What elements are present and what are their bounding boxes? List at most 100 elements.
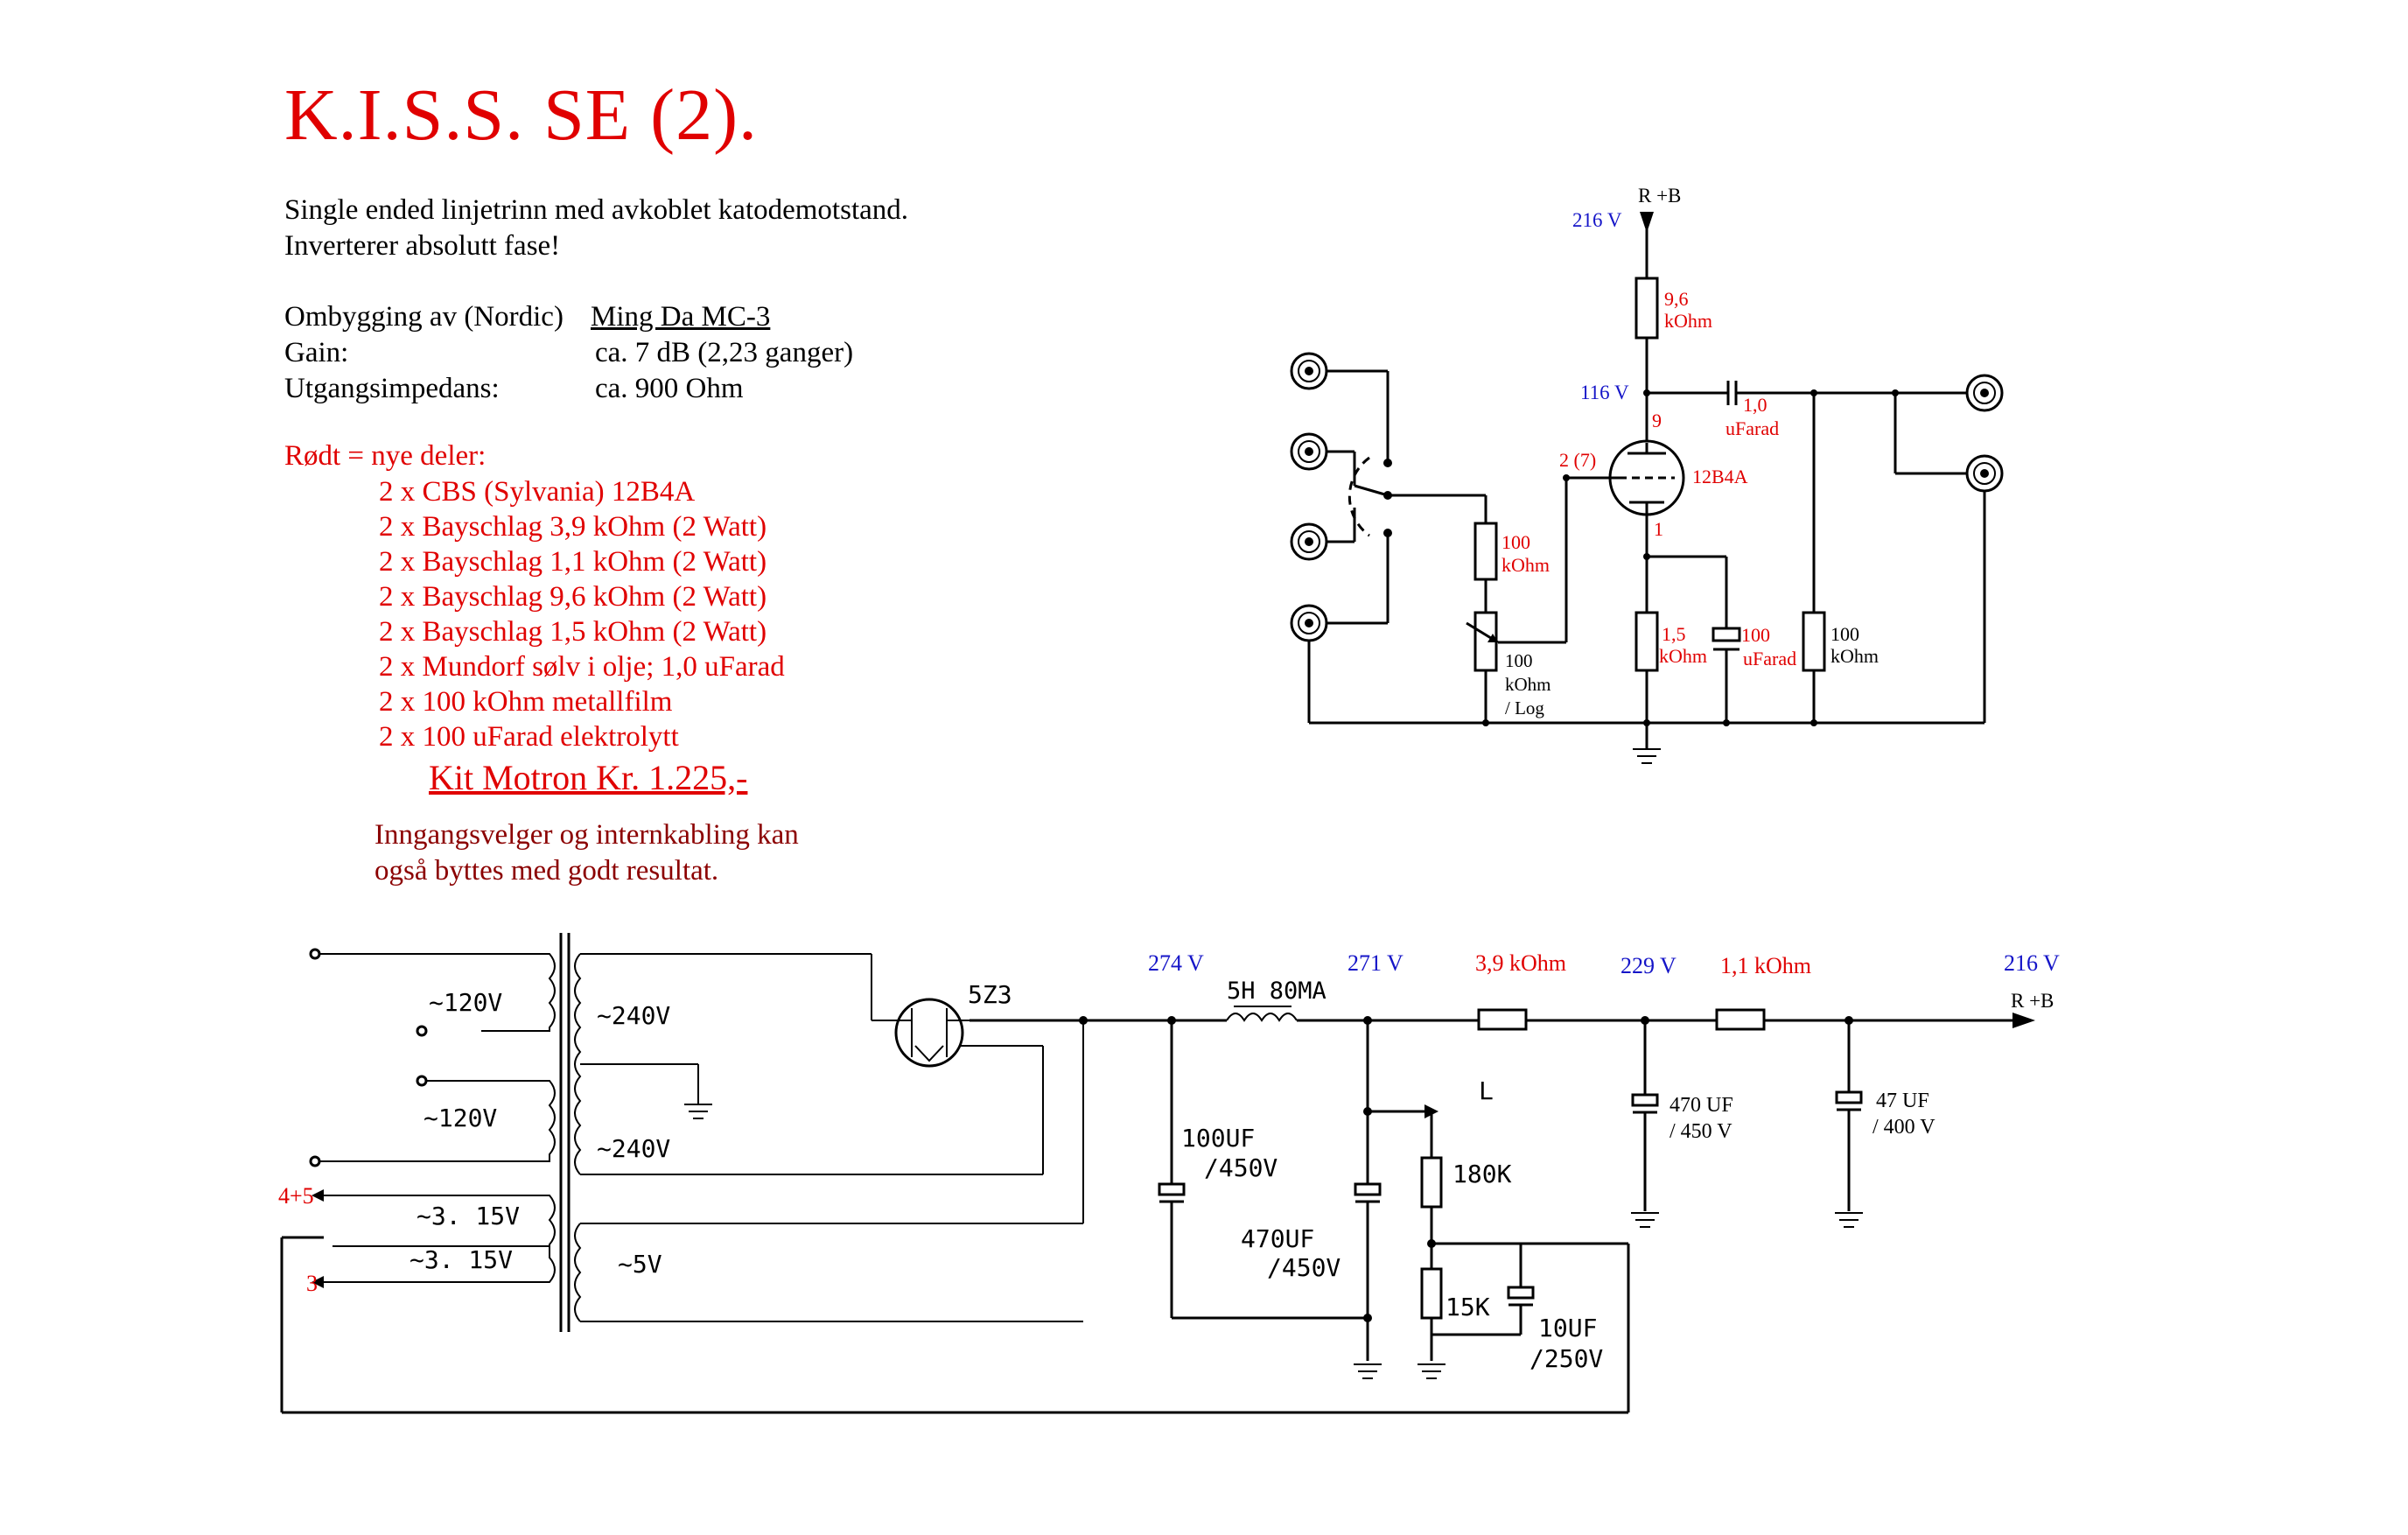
- output-resistor-value: 100: [1830, 623, 1859, 645]
- gain-label: Gain:: [284, 337, 349, 368]
- part-item: 2 x Bayschlag 1,1 kOhm (2 Watt): [379, 546, 767, 578]
- rect-heater-winding: [574, 1223, 582, 1322]
- r-div-1-label: 180K: [1452, 1160, 1512, 1188]
- heater-2-label: ~3. 15V: [410, 1245, 513, 1274]
- intro-block: K.I.S.S. SE (2). Single ended linjetrinn…: [284, 72, 1247, 889]
- r-div-2-label: 15K: [1446, 1293, 1490, 1321]
- hv-secondary-2-label: ~240V: [597, 1134, 670, 1163]
- junction-dot: [1079, 1016, 1088, 1025]
- amp-supply-node-label: R +B: [1638, 185, 1681, 207]
- amp-supply-voltage: 216 V: [1572, 209, 1622, 231]
- pot-unit: kOhm: [1505, 674, 1551, 695]
- cap-c3: [1631, 1093, 1659, 1107]
- coupling-cap-value: 1,0: [1743, 394, 1768, 416]
- junction-dot: [1810, 719, 1817, 726]
- choke-label: 5H 80MA: [1227, 978, 1326, 1005]
- input-resistor-unit: kOhm: [1502, 554, 1550, 576]
- kit-price-link[interactable]: Kit Motron Kr. 1.225,-: [429, 758, 748, 797]
- ground-icon: [1418, 1363, 1446, 1379]
- ground-icon: [684, 1104, 712, 1119]
- pot-value: 100: [1505, 650, 1533, 671]
- tap-label: L: [1479, 1076, 1494, 1105]
- cathode-cap-value: 100: [1741, 624, 1770, 646]
- heater-out-2-label: 3: [306, 1271, 318, 1296]
- v-rect: 274 V: [1148, 950, 1204, 976]
- note-text: Inngangsvelger og internkabling kan også…: [284, 817, 1247, 889]
- psu-out-label: R +B: [2011, 990, 2054, 1012]
- part-item: 2 x Mundorf sølv i olje; 1,0 uFarad: [379, 651, 785, 683]
- ground-icon: [1354, 1363, 1382, 1379]
- v-choke: 271 V: [1348, 950, 1404, 976]
- part-item: 2 x 100 kOhm metallfilm: [379, 686, 673, 718]
- selector-pivot: [1383, 491, 1392, 500]
- pot-arrow-icon: [1488, 634, 1498, 642]
- description-line-2: Inverterer absolutt fase!: [284, 230, 561, 262]
- ground-icon: [1835, 1212, 1863, 1228]
- hv-secondary-winding: [574, 953, 582, 1175]
- cathode-resistor: [1634, 611, 1659, 672]
- hv-secondary-1-label: ~240V: [597, 1001, 670, 1030]
- supply-arrow-icon: [1640, 212, 1654, 233]
- plate-resistor: [1634, 277, 1659, 340]
- input-resistor-value: 100: [1502, 531, 1530, 553]
- heater-winding-2: [324, 1246, 556, 1283]
- heater-out-arrow-icon: [312, 1276, 324, 1288]
- mains-terminal: [309, 1155, 321, 1167]
- pin-cathode-label: 1: [1654, 518, 1663, 540]
- output-resistor-unit: kOhm: [1830, 645, 1879, 667]
- r2-label: 1,1 kOhm: [1720, 953, 1811, 978]
- tube-12b4a-icon: [1608, 439, 1685, 518]
- primary-winding-1: [315, 953, 556, 1032]
- page-title: K.I.S.S. SE (2).: [284, 74, 759, 156]
- output-arrow-icon: [2012, 1013, 2035, 1028]
- ground-icon: [1633, 748, 1661, 764]
- input-jack-icon[interactable]: [1290, 522, 1328, 561]
- output-jack-icon[interactable]: [1965, 374, 2004, 412]
- rectifier-label: 5Z3: [968, 980, 1012, 1009]
- primary-winding-2: [315, 1080, 556, 1162]
- junction-dot: [1723, 719, 1730, 726]
- heater-1-label: ~3. 15V: [416, 1202, 520, 1230]
- selector-wiper: [1354, 484, 1389, 497]
- c3-value: 470 UF: [1670, 1094, 1733, 1117]
- input-jack-icon[interactable]: [1290, 432, 1328, 471]
- amp-schematic: R +B 216 V 9,6 kOhm 116 V 1,0 uFarad: [1290, 185, 2004, 764]
- plate-resistor-unit: kOhm: [1664, 310, 1712, 332]
- selector-switch[interactable]: [1348, 456, 1370, 537]
- mains-terminal: [309, 948, 321, 960]
- cap-c4: [1835, 1090, 1863, 1104]
- mains-terminal: [416, 1075, 428, 1087]
- gain-value: ca. 7 dB (2,23 ganger): [595, 337, 854, 368]
- choke-inductor: [1226, 1013, 1298, 1022]
- tube-type-label: 12B4A: [1692, 466, 1748, 487]
- c4-value: 47 UF: [1876, 1090, 1929, 1112]
- junction-dot: [1643, 553, 1650, 560]
- c3-rating: / 450 V: [1670, 1120, 1732, 1143]
- plate-resistor-value: 9,6: [1664, 288, 1689, 310]
- conversion-value: Ming Da MC-3: [591, 301, 771, 333]
- pot-taper: / Log: [1505, 697, 1544, 718]
- part-item: 2 x CBS (Sylvania) 12B4A: [379, 476, 696, 508]
- junction-dot: [1363, 1314, 1372, 1322]
- input-jack-icon[interactable]: [1290, 604, 1328, 642]
- cap-c2: [1354, 1182, 1382, 1196]
- c1-rating: /450V: [1204, 1153, 1278, 1182]
- coupling-cap-unit: uFarad: [1726, 417, 1779, 439]
- rect-heater-label: ~5V: [618, 1250, 662, 1279]
- input-jack-icon[interactable]: [1290, 352, 1328, 390]
- r1-label: 3,9 kOhm: [1475, 950, 1566, 976]
- part-item: 2 x Bayschlag 3,9 kOhm (2 Watt): [379, 511, 767, 543]
- c4-rating: / 400 V: [1872, 1116, 1936, 1139]
- part-item: 2 x Bayschlag 1,5 kOhm (2 Watt): [379, 616, 767, 648]
- note-line-1: Inngangsvelger og internkabling kan: [374, 819, 799, 851]
- description-line-1: Single ended linjetrinn med avkoblet kat…: [284, 194, 909, 226]
- output-jack-icon[interactable]: [1965, 454, 2004, 493]
- cap-10uf: [1507, 1286, 1535, 1300]
- cathode-resistor-unit: kOhm: [1659, 645, 1707, 667]
- c2-rating: /450V: [1267, 1253, 1340, 1282]
- conversion-label: Ombygging av (Nordic): [284, 301, 564, 333]
- resistor-15k: [1420, 1267, 1443, 1320]
- input-resistor: [1474, 522, 1498, 581]
- resistor-r2: [1715, 1008, 1766, 1031]
